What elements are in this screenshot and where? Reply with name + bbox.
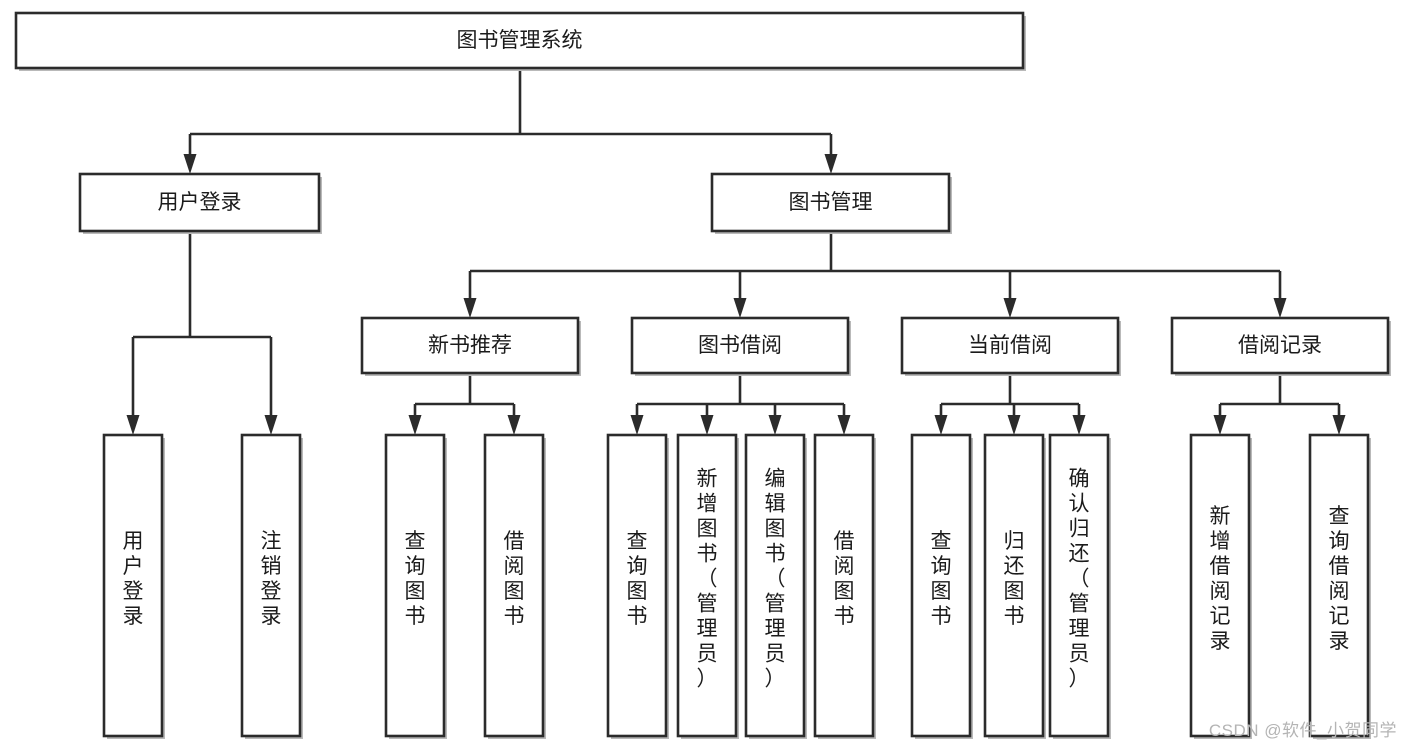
arrow-head-icon [768, 415, 782, 435]
node-label: 编辑图书（管理员） [765, 468, 786, 691]
arrow-head-icon [1213, 415, 1227, 435]
node-user-login[interactable]: 用户登录 [78, 172, 322, 234]
node-label: 新增图书（管理员） [697, 468, 718, 691]
node-label: 借阅图书 [834, 530, 855, 628]
node-box[interactable] [813, 433, 875, 738]
node-label: 图书管理系统 [457, 29, 583, 52]
arrow-head-icon [1332, 415, 1346, 435]
node-book-borrow[interactable]: 图书借阅 [630, 316, 851, 376]
node-box[interactable] [14, 11, 1025, 70]
connector-borrow-record-to-leaves [1213, 373, 1346, 435]
arrow-head-icon [264, 415, 278, 435]
node-box[interactable] [676, 433, 738, 738]
node-label: 新增借阅记录 [1210, 505, 1231, 653]
arrow-head-icon [733, 298, 747, 318]
node-label: 注销登录 [261, 530, 282, 628]
node-box[interactable] [1189, 433, 1251, 738]
node-box[interactable] [102, 433, 164, 738]
node-borrow-record[interactable]: 借阅记录 [1170, 316, 1391, 376]
node-label: 用户登录 [123, 530, 144, 628]
arrow-head-icon [700, 415, 714, 435]
node-leaf-add-record[interactable]: 新增借阅记录 [1189, 433, 1252, 739]
node-box[interactable] [630, 316, 850, 375]
node-leaf-borrow-book-2[interactable]: 借阅图书 [813, 433, 876, 739]
node-label: 查询借阅记录 [1329, 505, 1350, 653]
node-box[interactable] [1308, 433, 1370, 738]
arrow-head-icon [630, 415, 644, 435]
node-book-manage[interactable]: 图书管理 [710, 172, 952, 234]
node-leaf-user-login[interactable]: 用户登录 [102, 433, 165, 739]
node-leaf-borrow-book-1[interactable]: 借阅图书 [483, 433, 546, 739]
arrow-head-icon [934, 415, 948, 435]
node-leaf-return-book[interactable]: 归还图书 [983, 433, 1046, 739]
node-leaf-logout[interactable]: 注销登录 [240, 433, 303, 739]
node-box[interactable] [1048, 433, 1110, 738]
node-box[interactable] [240, 433, 302, 738]
connector-new-book-rec-to-leaves [408, 373, 521, 435]
connector-book-borrow-to-leaves [630, 373, 851, 435]
node-label: 当前借阅 [968, 334, 1052, 357]
node-box[interactable] [983, 433, 1045, 738]
node-leaf-add-book[interactable]: 新增图书（管理员） [676, 433, 739, 739]
node-label: 归还图书 [1004, 530, 1025, 628]
node-box[interactable] [744, 433, 806, 738]
node-box[interactable] [483, 433, 545, 738]
node-leaf-query-record[interactable]: 查询借阅记录 [1308, 433, 1371, 739]
node-label: 确认归还（管理员） [1069, 468, 1090, 691]
arrow-head-icon [1273, 298, 1287, 318]
node-label: 借阅图书 [504, 530, 525, 628]
node-leaf-query-book-1[interactable]: 查询图书 [384, 433, 447, 739]
arrow-head-icon [507, 415, 521, 435]
node-box[interactable] [900, 316, 1120, 375]
node-new-book-rec[interactable]: 新书推荐 [360, 316, 581, 376]
connectors-layer [126, 68, 1346, 435]
arrow-head-icon [463, 298, 477, 318]
node-leaf-edit-book[interactable]: 编辑图书（管理员） [744, 433, 807, 739]
arrow-head-icon [1007, 415, 1021, 435]
arrow-head-icon [126, 415, 140, 435]
node-label: 查询图书 [627, 530, 648, 628]
node-label: 查询图书 [405, 530, 426, 628]
node-current-borrow[interactable]: 当前借阅 [900, 316, 1121, 376]
connector-current-borrow-to-leaves [934, 373, 1086, 435]
nodes-layer: 图书管理系统用户登录图书管理新书推荐图书借阅当前借阅借阅记录用户登录注销登录查询… [14, 11, 1391, 739]
node-box[interactable] [1170, 316, 1390, 375]
connector-book-manage-to-level2 [463, 231, 1287, 318]
node-label: 借阅记录 [1238, 334, 1322, 357]
node-box[interactable] [710, 172, 951, 233]
arrow-head-icon [1003, 298, 1017, 318]
node-label: 图书管理 [789, 191, 873, 214]
arrow-head-icon [183, 154, 197, 174]
arrow-head-icon [408, 415, 422, 435]
arrow-head-icon [837, 415, 851, 435]
node-leaf-query-book-2[interactable]: 查询图书 [606, 433, 669, 739]
connector-root-to-level1 [183, 68, 838, 174]
node-leaf-query-book-3[interactable]: 查询图书 [910, 433, 973, 739]
node-box[interactable] [78, 172, 321, 233]
node-root[interactable]: 图书管理系统 [14, 11, 1026, 71]
node-label: 新书推荐 [428, 334, 512, 357]
node-box[interactable] [910, 433, 972, 738]
node-label: 查询图书 [931, 530, 952, 628]
node-leaf-confirm-return[interactable]: 确认归还（管理员） [1048, 433, 1111, 739]
node-label: 图书借阅 [698, 334, 782, 357]
node-box[interactable] [360, 316, 580, 375]
node-box[interactable] [606, 433, 668, 738]
node-label: 用户登录 [158, 191, 242, 214]
connector-user-login-to-leaves [126, 231, 278, 435]
arrow-head-icon [824, 154, 838, 174]
arrow-head-icon [1072, 415, 1086, 435]
node-box[interactable] [384, 433, 446, 738]
